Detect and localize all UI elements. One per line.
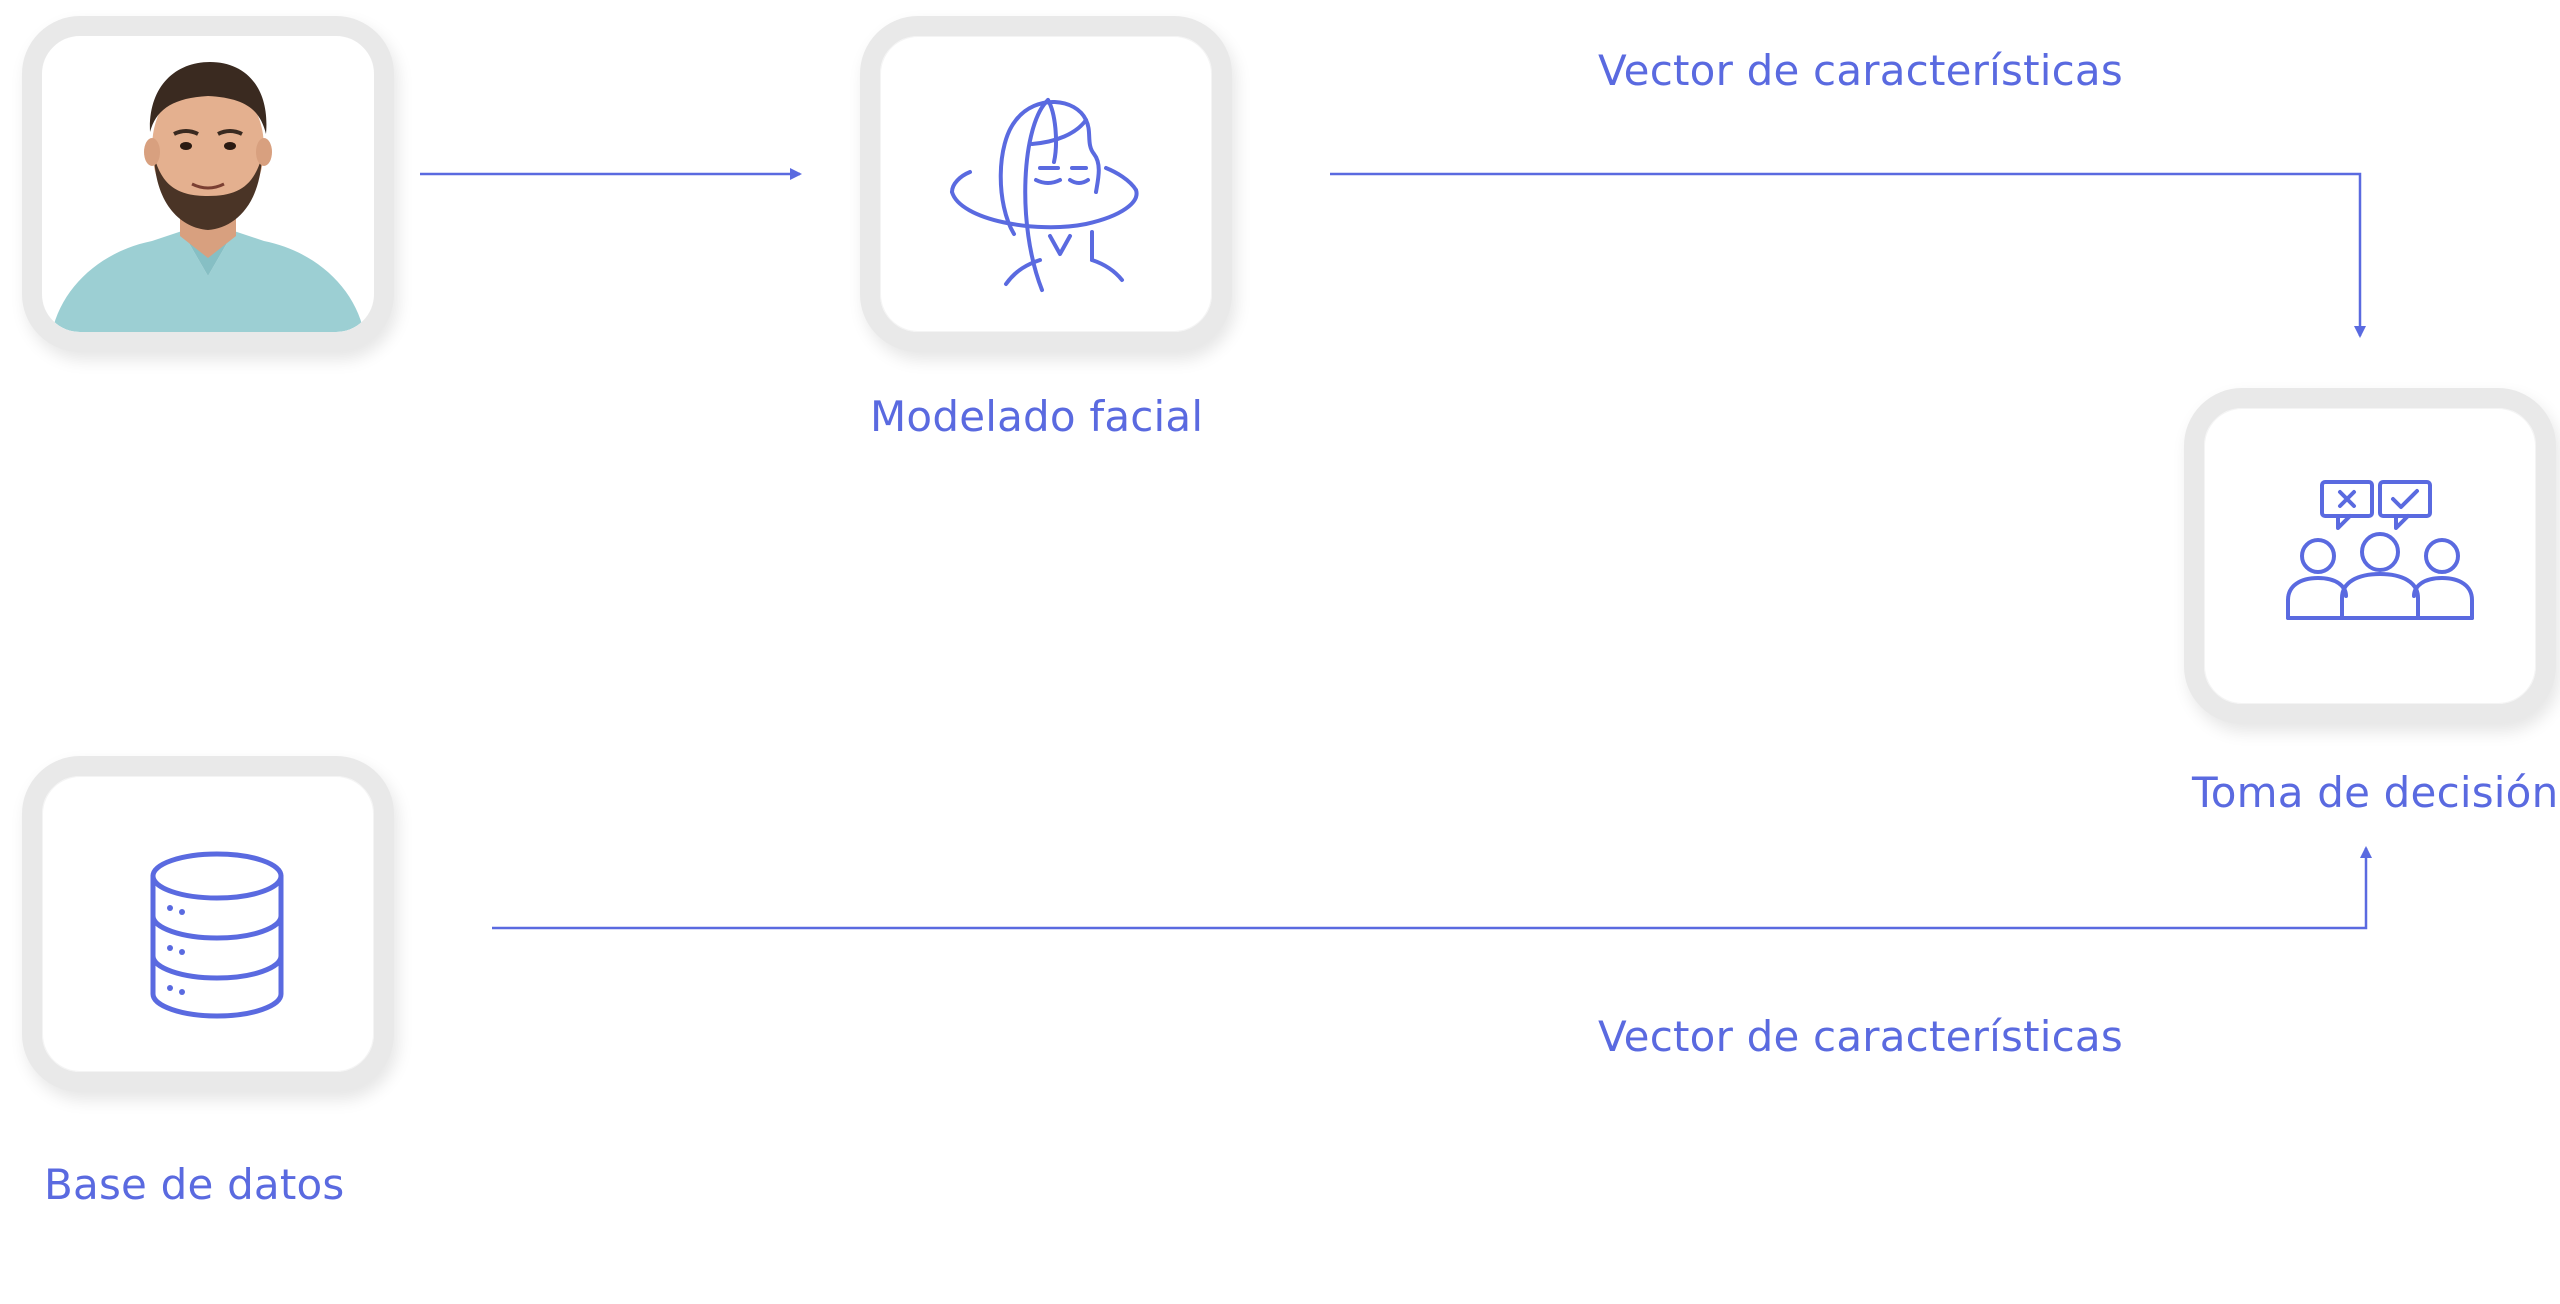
decision-label: Toma de decisión	[2192, 768, 2559, 817]
face-model-card	[860, 16, 1232, 352]
arrow-face-to-decision	[1330, 172, 2366, 338]
database-label: Base de datos	[44, 1160, 345, 1209]
group-vote-icon	[2286, 480, 2474, 620]
top-edge-label: Vector de características	[1598, 46, 2123, 95]
database-icon	[150, 851, 284, 1019]
face-modeling-icon	[950, 98, 1139, 292]
person-photo-icon	[42, 36, 374, 332]
person-card	[22, 16, 394, 352]
face-model-label: Modelado facial	[870, 392, 1204, 441]
bottom-edge-label: Vector de características	[1598, 1012, 2123, 1061]
database-card	[22, 756, 394, 1092]
decision-card	[2184, 388, 2556, 724]
arrow-database-to-decision	[492, 846, 2372, 930]
person-photo	[52, 62, 364, 332]
